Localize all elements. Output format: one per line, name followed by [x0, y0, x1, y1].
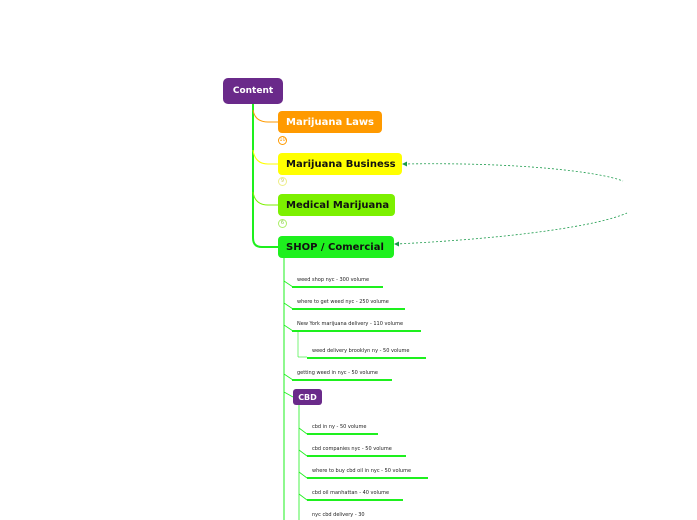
topic-marijuana-business[interactable]: Marijuana Business — [278, 153, 402, 175]
topic-medical-marijuana[interactable]: Medical Marijuana — [278, 194, 395, 216]
cbd-item[interactable]: where to buy cbd oil in nyc - 50 volume — [312, 468, 412, 474]
cbd-item[interactable]: cbd oil manhattan - 40 volume — [312, 490, 390, 496]
topic-label: Marijuana Laws — [286, 116, 375, 128]
root-topic[interactable]: Content — [223, 78, 283, 104]
topic-cbd[interactable]: CBD — [293, 389, 322, 405]
cbd-item[interactable]: nyc cbd delivery - 30 — [312, 512, 365, 518]
shop-item[interactable]: New York marijuana delivery - 110 volume — [297, 321, 404, 327]
shop-item[interactable]: weed shop nyc - 300 volume — [297, 277, 370, 283]
collapse-toggle-laws[interactable]: 10 — [278, 136, 287, 145]
root-topic-label: Content — [232, 86, 274, 96]
shop-item[interactable]: getting weed in nyc - 50 volume — [297, 370, 378, 376]
collapse-toggle-business[interactable]: 9 — [278, 177, 287, 186]
topic-label: Medical Marijuana — [286, 199, 390, 211]
shop-item[interactable]: where to get weed nyc - 250 volume — [297, 299, 389, 305]
topic-marijuana-laws[interactable]: Marijuana Laws — [278, 111, 382, 133]
cbd-item[interactable]: cbd in ny - 50 volume — [312, 424, 367, 430]
topic-shop-comercial[interactable]: SHOP / Comercial — [278, 236, 394, 258]
topic-label: Marijuana Business — [286, 158, 396, 170]
topic-label: CBD — [298, 392, 317, 402]
collapse-toggle-medical[interactable]: 6 — [278, 219, 287, 228]
topic-label: SHOP / Comercial — [286, 241, 384, 253]
shop-subitem[interactable]: weed delivery brooklyn ny - 50 volume — [312, 348, 410, 354]
cbd-item[interactable]: cbd companies nyc - 50 volume — [312, 446, 392, 452]
